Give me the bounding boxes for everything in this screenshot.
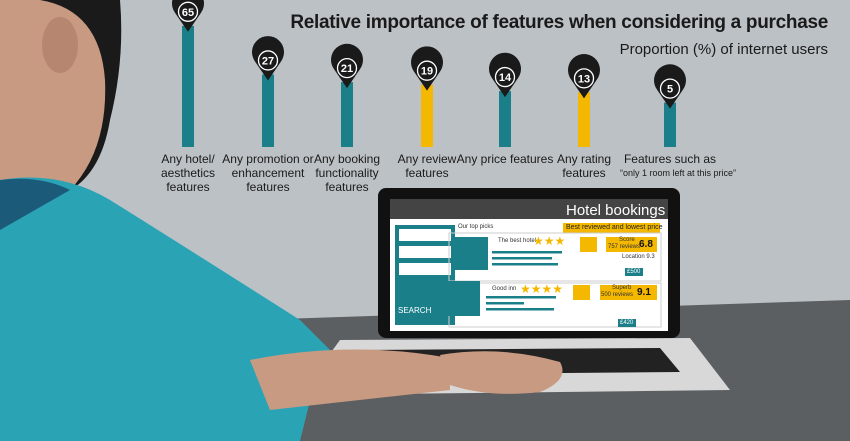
- category-label: Any rating features: [556, 152, 612, 180]
- thumbs-up-icon: [580, 237, 597, 252]
- banner-text: Best reviewed and lowest price: [566, 224, 663, 231]
- data-label: 19: [421, 66, 433, 78]
- data-label: 13: [578, 73, 590, 85]
- bar: [262, 74, 274, 147]
- map-pin-icon: [568, 54, 600, 99]
- hotel-price[interactable]: £420: [620, 320, 634, 326]
- star-rating-icon: ★★★: [533, 234, 566, 248]
- hotel-image-icon: [455, 237, 488, 270]
- top-picks-label: Our top picks: [458, 224, 494, 230]
- pin-ring: [659, 78, 681, 99]
- location-score: Location 9.3: [622, 254, 655, 260]
- hotel-name[interactable]: Good inn: [492, 286, 517, 292]
- screen-header-title: Hotel bookings: [566, 202, 666, 219]
- category-label: Any price features: [456, 152, 554, 166]
- star-rating-icon: ★★★★: [520, 282, 564, 296]
- pin-ring: [177, 1, 199, 22]
- data-label: 21: [341, 63, 353, 75]
- bar: [341, 82, 353, 147]
- data-label: 65: [182, 7, 194, 19]
- hotel-image-icon: [447, 281, 480, 316]
- data-label: 14: [499, 72, 512, 84]
- bar: [421, 84, 433, 147]
- bar: [664, 102, 676, 147]
- data-label: 5: [667, 84, 673, 96]
- pin-ring: [336, 57, 358, 79]
- data-label: 27: [262, 55, 274, 67]
- category-label: Any booking functionality features: [313, 152, 381, 194]
- review-count: 757 reviews: [608, 244, 641, 250]
- category-label: Any promotion or enhancement features: [222, 152, 314, 194]
- chart-title: Relative importance of features when con…: [290, 12, 828, 33]
- chart-area: 65 27 21 19 14 13 5: [172, 0, 686, 147]
- person-illustration: [0, 0, 563, 441]
- review-count: 500 reviews: [601, 292, 634, 298]
- hotel-name[interactable]: The best hotel: [498, 238, 537, 244]
- thumbs-up-icon: [573, 285, 590, 300]
- map-pin-icon: [411, 46, 443, 91]
- laptop: [300, 188, 730, 395]
- pin-ring: [573, 68, 595, 89]
- banner-bg: [563, 223, 660, 233]
- category-label: Any review features: [397, 152, 457, 180]
- score-label: Score: [619, 237, 635, 243]
- bar: [182, 25, 194, 147]
- hotel-score: 6.8: [639, 239, 653, 250]
- hotel-card[interactable]: [448, 232, 662, 282]
- map-pin-icon: [654, 64, 686, 109]
- map-pin-icon: [172, 0, 204, 32]
- bar: [499, 91, 511, 147]
- score-label: Superb: [612, 285, 632, 291]
- screen-header-bar: [390, 199, 668, 219]
- chart-subtitle: Proportion (%) of internet users: [619, 41, 828, 58]
- pin-ring: [494, 66, 516, 88]
- hotel-price[interactable]: £500: [627, 269, 641, 275]
- pin-ring: [416, 60, 438, 81]
- bar: [578, 92, 590, 147]
- map-pin-icon: [252, 36, 284, 81]
- search-button[interactable]: SEARCH: [398, 306, 432, 315]
- category-label: Any hotel/ aesthetics features: [160, 152, 216, 194]
- map-pin-icon: [488, 52, 521, 98]
- hotel-score: 9.1: [637, 287, 651, 298]
- pin-ring: [257, 50, 279, 71]
- map-pin-icon: [331, 43, 363, 89]
- category-note: “only 1 room left at this price”: [620, 168, 737, 178]
- category-label: Features such as“only 1 room left at thi…: [620, 152, 737, 178]
